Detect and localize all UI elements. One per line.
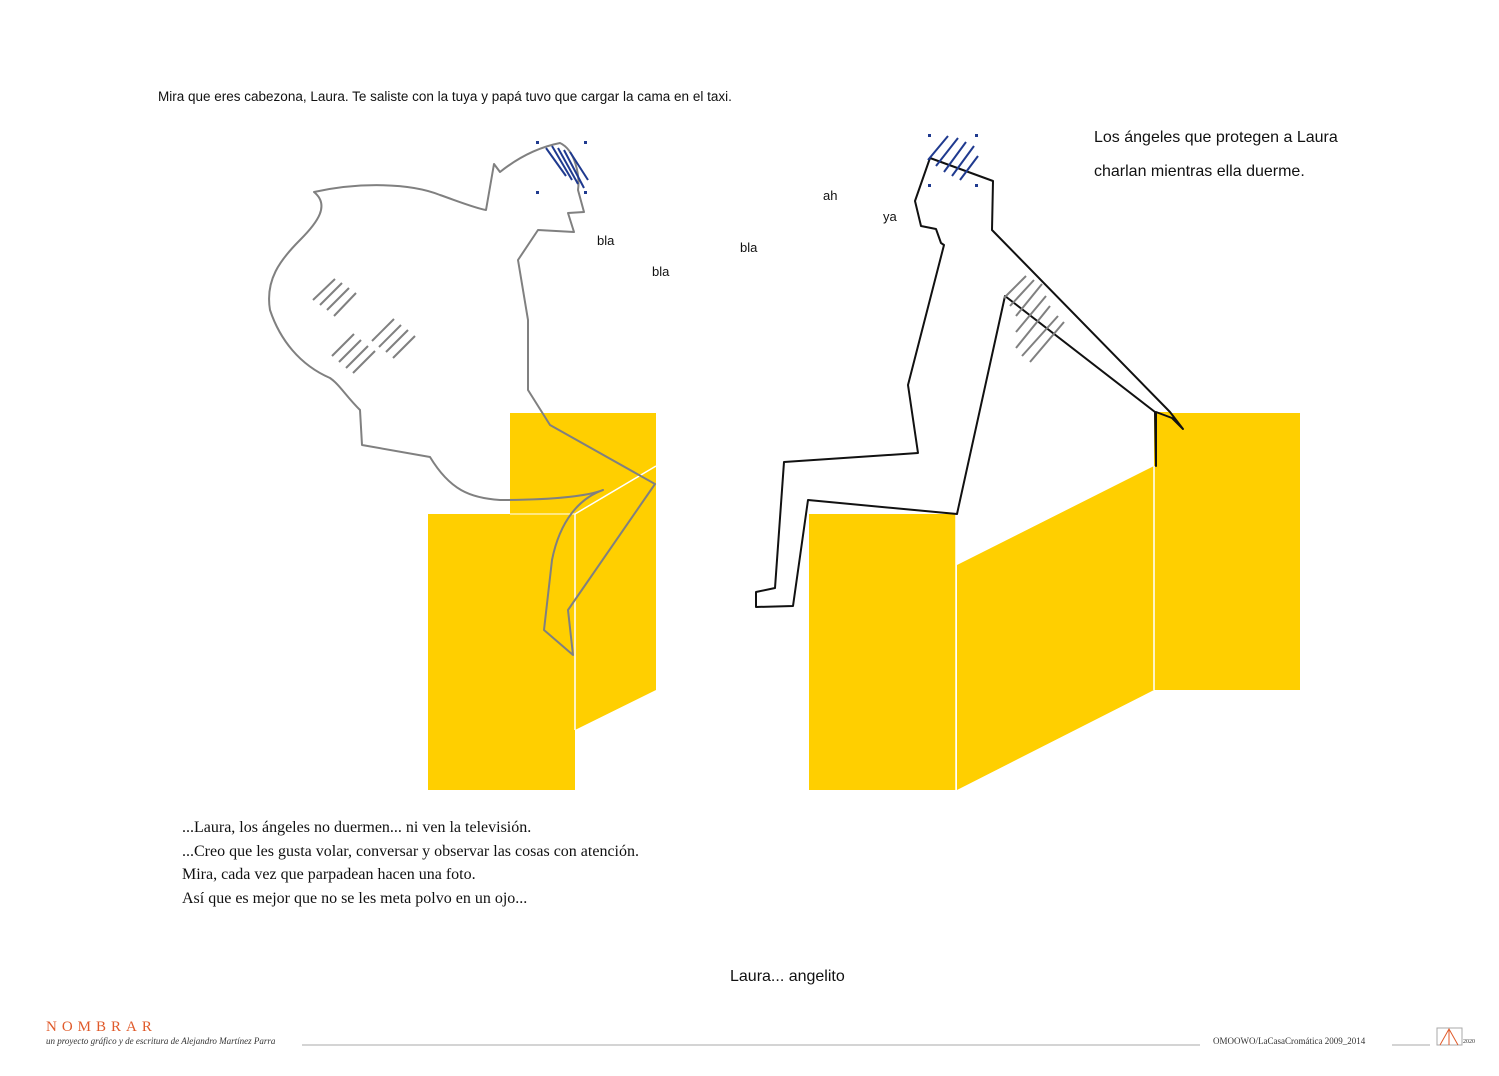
speech-bla-2: bla xyxy=(652,264,670,279)
left-angel-eyes xyxy=(536,141,589,194)
dialogue-line-4: Así que es mejor que no se les meta polv… xyxy=(182,889,528,907)
right-caption-line2: charlan mientras ella duerme. xyxy=(1094,163,1305,180)
right-angel-figure xyxy=(755,157,1184,608)
right-caption-line1: Los ángeles que protegen a Laura xyxy=(1094,129,1338,146)
left-bed-blocks xyxy=(428,413,657,790)
right-angel-wing-marks xyxy=(1003,275,1065,363)
closing-line: Laura... angelito xyxy=(730,968,845,985)
left-angel-figure xyxy=(268,142,656,656)
top-caption: Mira que eres cabezona, Laura. Te salist… xyxy=(158,89,732,104)
house-a-logo-icon xyxy=(1436,1027,1463,1046)
dialogue-block: ...Laura, los ángeles no duermen... ni v… xyxy=(182,816,639,910)
footer-year: 2020 xyxy=(1463,1039,1475,1045)
speech-bla-1: bla xyxy=(597,233,615,248)
right-angel-eyes xyxy=(927,134,979,187)
speech-ya: ya xyxy=(883,209,897,224)
brand-title: NOMBRAR xyxy=(46,1019,157,1035)
footer-credit: OMOOWO/LaCasaCromática 2009_2014 xyxy=(1213,1036,1366,1046)
speech-ah: ah xyxy=(823,188,838,203)
speech-bla-3: bla xyxy=(740,240,758,255)
dialogue-line-1: ...Laura, los ángeles no duermen... ni v… xyxy=(182,819,532,836)
right-caption: Los ángeles que protegen a Laura charlan… xyxy=(1094,121,1338,189)
brand-subtitle: un proyecto gráfico y de escritura de Al… xyxy=(46,1036,276,1046)
right-bed-blocks xyxy=(809,412,1300,790)
dialogue-line-2: ...Creo que les gusta volar, conversar y… xyxy=(182,842,639,860)
dialogue-line-3: Mira, cada vez que parpadean hacen una f… xyxy=(182,866,476,883)
